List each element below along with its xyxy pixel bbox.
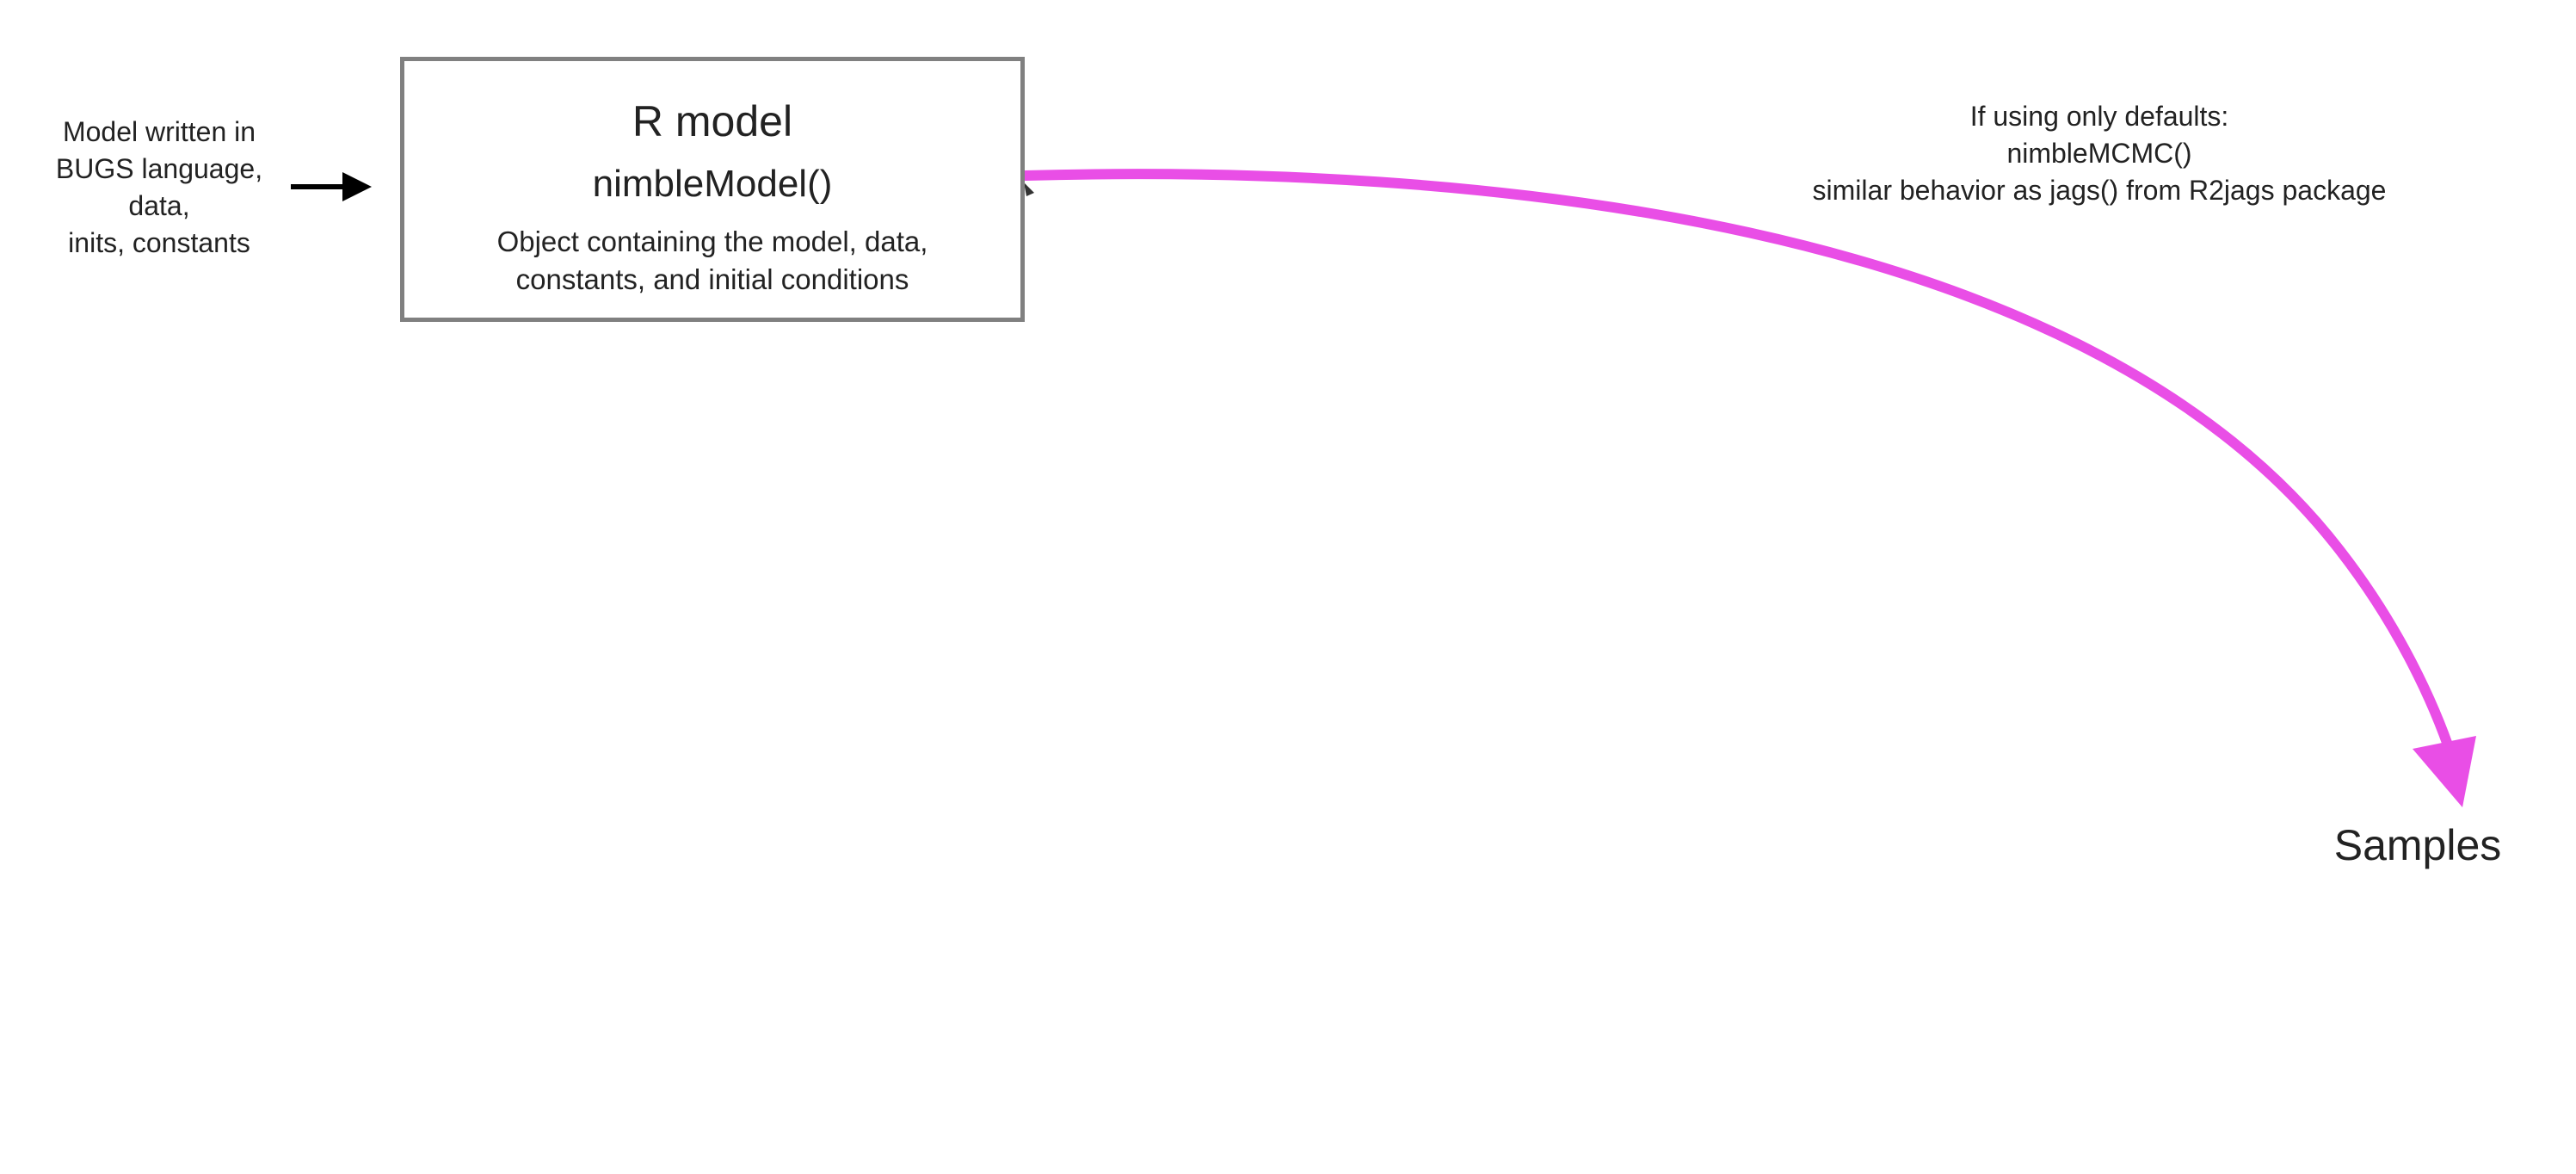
r-model-description: Object containing the model, data, const… — [496, 226, 928, 295]
connector-stub — [1024, 182, 1034, 196]
r-model-title: R model — [632, 97, 793, 145]
r-model-box: R model nimbleModel() Object containing … — [400, 57, 1025, 322]
input-description: Model written in BUGS language, data, in… — [55, 116, 263, 258]
nimblemcmc-label: If using only defaults: nimbleMCMC() sim… — [1812, 101, 2387, 206]
samples-label: Samples — [2333, 821, 2502, 869]
input-arrow-head — [342, 172, 372, 201]
nimblemcmc-arrow-head — [2413, 736, 2476, 807]
nimble-model-function: nimbleModel() — [592, 163, 833, 205]
nimblemcmc-arrow-curve — [1020, 169, 2457, 763]
